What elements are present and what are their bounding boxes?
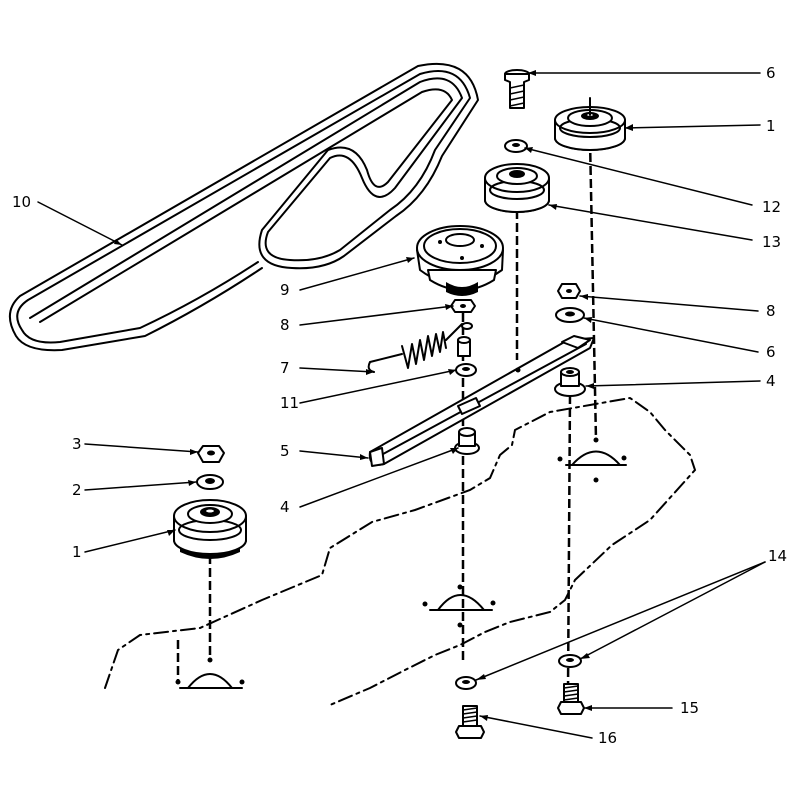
callout-3: 3 — [72, 435, 82, 453]
leader-lines — [37, 70, 766, 739]
left-washer — [196, 474, 224, 490]
axis-right-bolt — [566, 394, 572, 691]
callout-1-upper: 1 — [766, 117, 776, 135]
callout-4-right: 4 — [766, 372, 776, 390]
center-nut — [450, 299, 476, 313]
callout-labels: 6 1 12 13 10 9 8 7 11 5 4 8 6 4 3 2 1 14… — [12, 64, 787, 747]
tension-spring — [367, 323, 463, 373]
callout-6-center: 11 — [280, 394, 299, 412]
callout-1-left: 1 — [72, 543, 82, 561]
deck-hole-left — [175, 657, 245, 689]
washer-lower-right — [558, 654, 582, 668]
callout-8-right: 8 — [766, 302, 776, 320]
callout-12: 12 — [762, 198, 781, 216]
right-bushing — [554, 367, 586, 397]
callout-2: 2 — [72, 481, 82, 499]
washer-upper — [504, 139, 528, 153]
large-pulley — [416, 225, 504, 296]
pulley-upper-right — [554, 97, 626, 151]
callout-10: 10 — [12, 193, 31, 211]
center-bushing — [454, 427, 480, 455]
callout-9: 9 — [280, 281, 290, 299]
axis-right-pulley — [588, 139, 598, 441]
idler-arm — [368, 335, 595, 467]
bolt-lower-center — [455, 705, 485, 739]
callout-11: 6 — [766, 64, 776, 82]
callout-15: 15 — [680, 699, 699, 717]
deck-outline — [104, 396, 697, 706]
idler-pulley — [484, 163, 550, 213]
callout-13: 13 — [762, 233, 781, 251]
callout-14: 14 — [768, 547, 787, 565]
bolt-lower-right — [557, 683, 585, 715]
center-spacer — [457, 322, 473, 357]
right-nut — [557, 283, 581, 299]
callout-7: 7 — [280, 359, 290, 377]
center-washer — [455, 363, 477, 377]
pulley-left — [173, 499, 247, 559]
callout-16: 16 — [598, 729, 617, 747]
left-nut — [197, 445, 225, 463]
right-washer — [555, 307, 585, 323]
washer-lower-left — [455, 676, 477, 690]
drive-belt — [9, 62, 479, 352]
callout-5: 5 — [280, 442, 290, 460]
deck-hole-right — [557, 437, 627, 483]
callout-6-right: 6 — [766, 343, 776, 361]
callout-8-center: 8 — [280, 316, 290, 334]
deck-hole-center — [422, 584, 496, 628]
bolt-upper — [504, 69, 530, 109]
callout-4-center: 4 — [280, 498, 290, 516]
